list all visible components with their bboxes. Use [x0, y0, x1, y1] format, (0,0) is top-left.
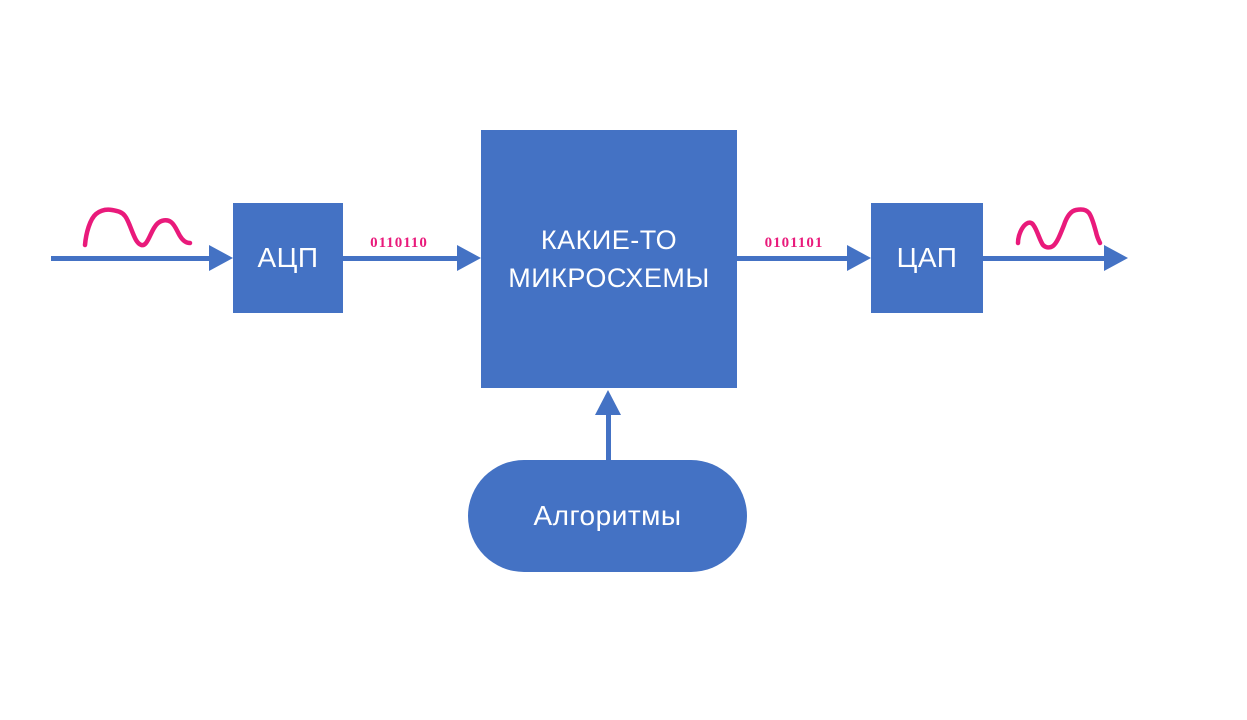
arrow-right-icon — [1104, 245, 1128, 271]
adc-to-chips-arrow — [343, 245, 481, 271]
adc-to-chips-shaft — [343, 255, 457, 261]
adc-block: АЦП — [233, 203, 343, 313]
analog-input-waveform-icon — [82, 207, 193, 248]
input-arrow-shaft — [51, 255, 209, 261]
arrow-right-icon — [457, 245, 481, 271]
chips-to-dac-shaft — [737, 255, 847, 261]
output-arrow-shaft — [983, 255, 1104, 261]
algorithms-label: Алгоритмы — [533, 500, 682, 531]
analog-output-waveform-icon — [1015, 207, 1103, 250]
arrow-up-icon — [595, 390, 621, 415]
arrow-right-icon — [847, 245, 871, 271]
arrow-right-icon — [209, 245, 233, 271]
algorithms-block: Алгоритмы — [468, 460, 747, 572]
output-signal-arrow — [983, 245, 1128, 271]
digital-code-in-label: 0110110 — [370, 235, 428, 251]
chips-label-line2: МИКРОСХЕМЫ — [508, 263, 710, 293]
chips-label-line1: КАКИЕ-ТО — [540, 225, 678, 255]
dac-label: ЦАП — [896, 242, 958, 273]
chips-block: КАКИЕ-ТО МИКРОСХЕМЫ — [481, 130, 737, 388]
algorithms-to-chips-arrow — [595, 390, 621, 460]
adc-label: АЦП — [257, 242, 319, 273]
dac-block: ЦАП — [871, 203, 983, 313]
input-signal-arrow — [51, 245, 233, 271]
digital-code-out-label: 0101101 — [764, 235, 824, 251]
algorithms-arrow-shaft — [605, 415, 611, 460]
chips-to-dac-arrow — [737, 245, 871, 271]
